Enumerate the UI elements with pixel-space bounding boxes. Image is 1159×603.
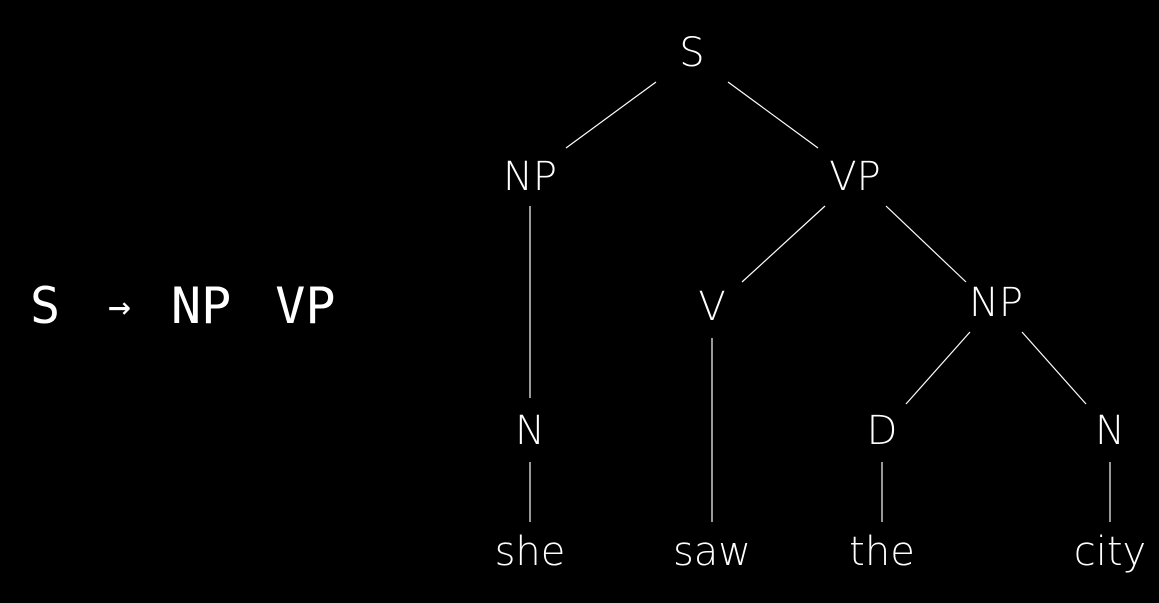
- node-d: D: [867, 408, 898, 454]
- production-rule: S → NP VP: [30, 276, 335, 336]
- edge-s-vp: [727, 81, 819, 149]
- edge-vp-v: [741, 205, 826, 283]
- edge-s-np: [565, 81, 657, 149]
- rule-arrow: →: [108, 284, 131, 328]
- edge-vp-np: [885, 205, 967, 283]
- node-np-object: NP: [969, 280, 1023, 326]
- edge-np-d: [905, 331, 971, 405]
- node-n-subject: N: [515, 408, 545, 454]
- rule-rhs-vp: VP: [275, 277, 336, 335]
- node-vp: VP: [829, 154, 880, 200]
- edge-np-n-object: [1021, 331, 1087, 405]
- word-saw: saw: [673, 529, 751, 575]
- node-n-object: N: [1095, 408, 1125, 454]
- rule-rhs-np: NP: [171, 277, 232, 335]
- word-the: the: [849, 529, 915, 575]
- rule-lhs: S: [30, 277, 61, 335]
- node-s: S: [679, 30, 704, 76]
- word-city: city: [1074, 529, 1146, 575]
- node-v: V: [698, 284, 725, 330]
- word-she: she: [495, 529, 566, 575]
- node-np-subject: NP: [503, 154, 557, 200]
